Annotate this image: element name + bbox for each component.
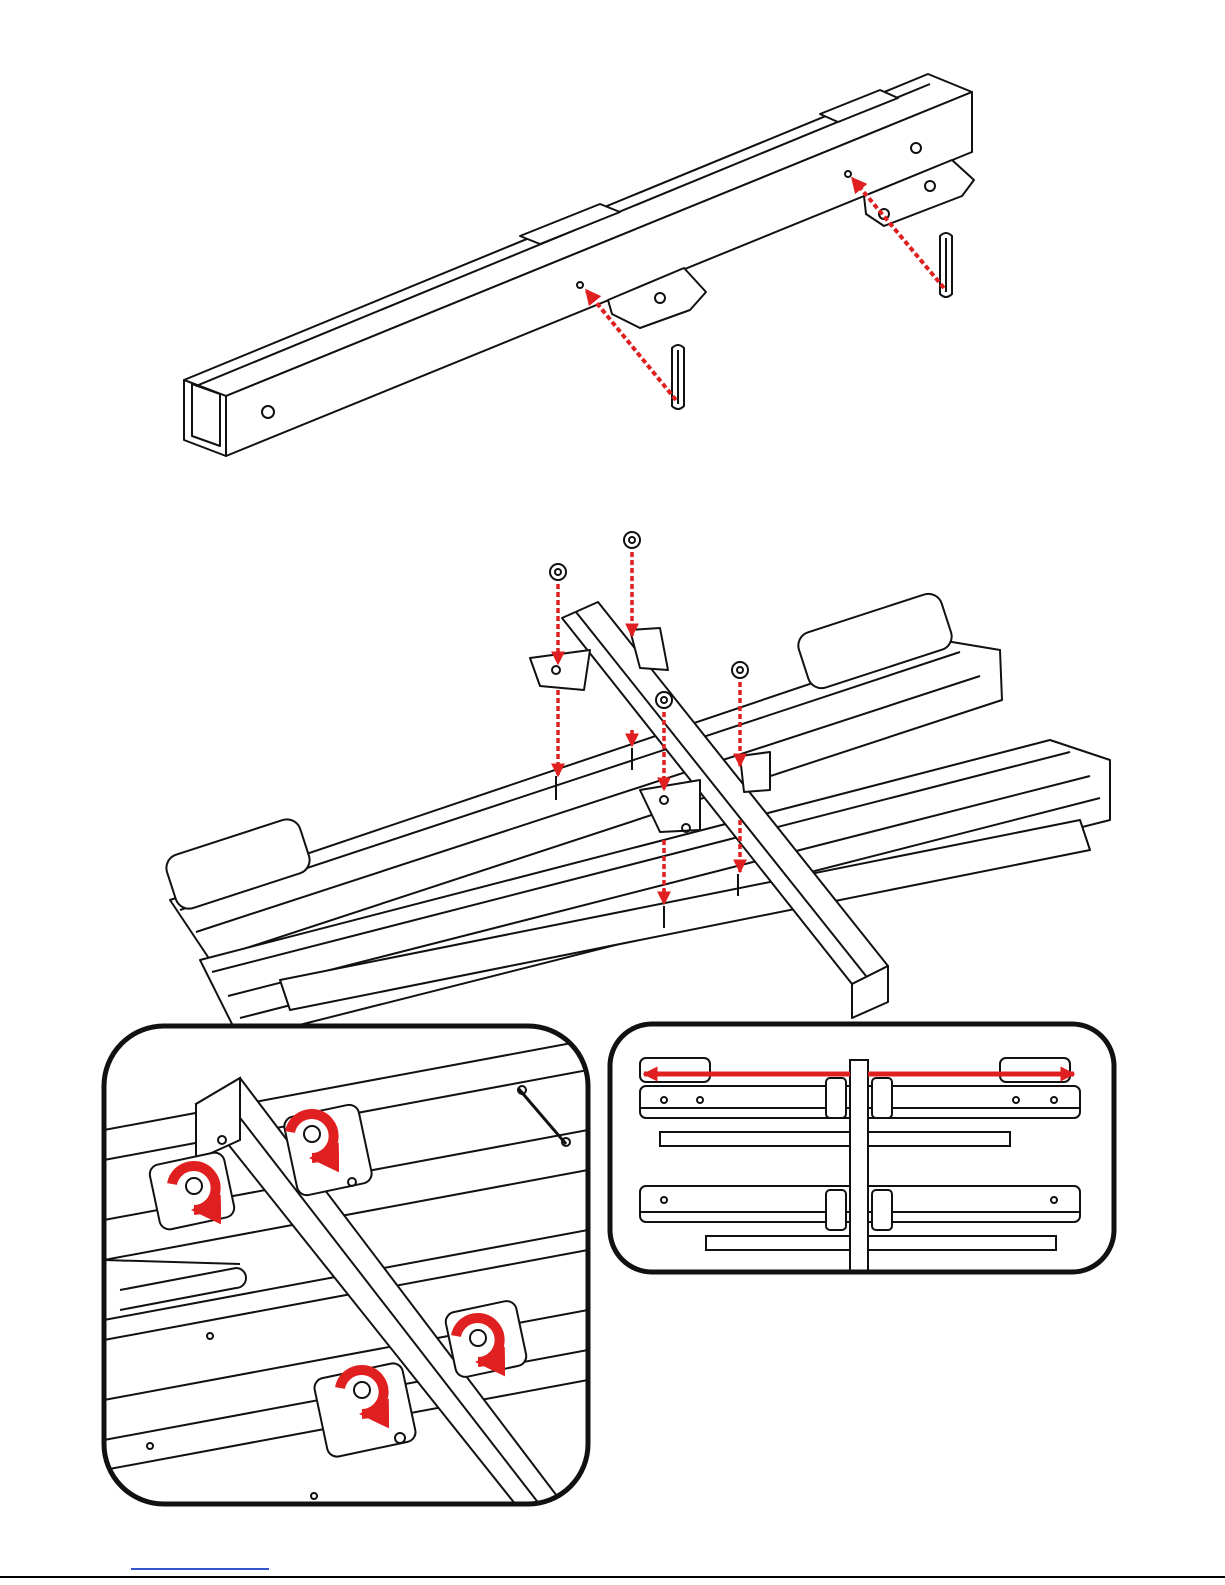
footer-rule: [0, 1576, 1225, 1578]
step-b-figure: [163, 532, 1110, 1040]
footer-link-underline: [131, 1568, 269, 1570]
step-a-figure: [184, 74, 974, 456]
detail-tighten-panel: [104, 1026, 588, 1510]
nut-icon: [732, 662, 748, 678]
detail-extend-panel: [610, 1024, 1114, 1280]
nut-icon: [656, 692, 672, 708]
crossbar-top: [184, 74, 974, 456]
nut-icon: [550, 564, 566, 580]
nut-icon: [624, 532, 640, 548]
